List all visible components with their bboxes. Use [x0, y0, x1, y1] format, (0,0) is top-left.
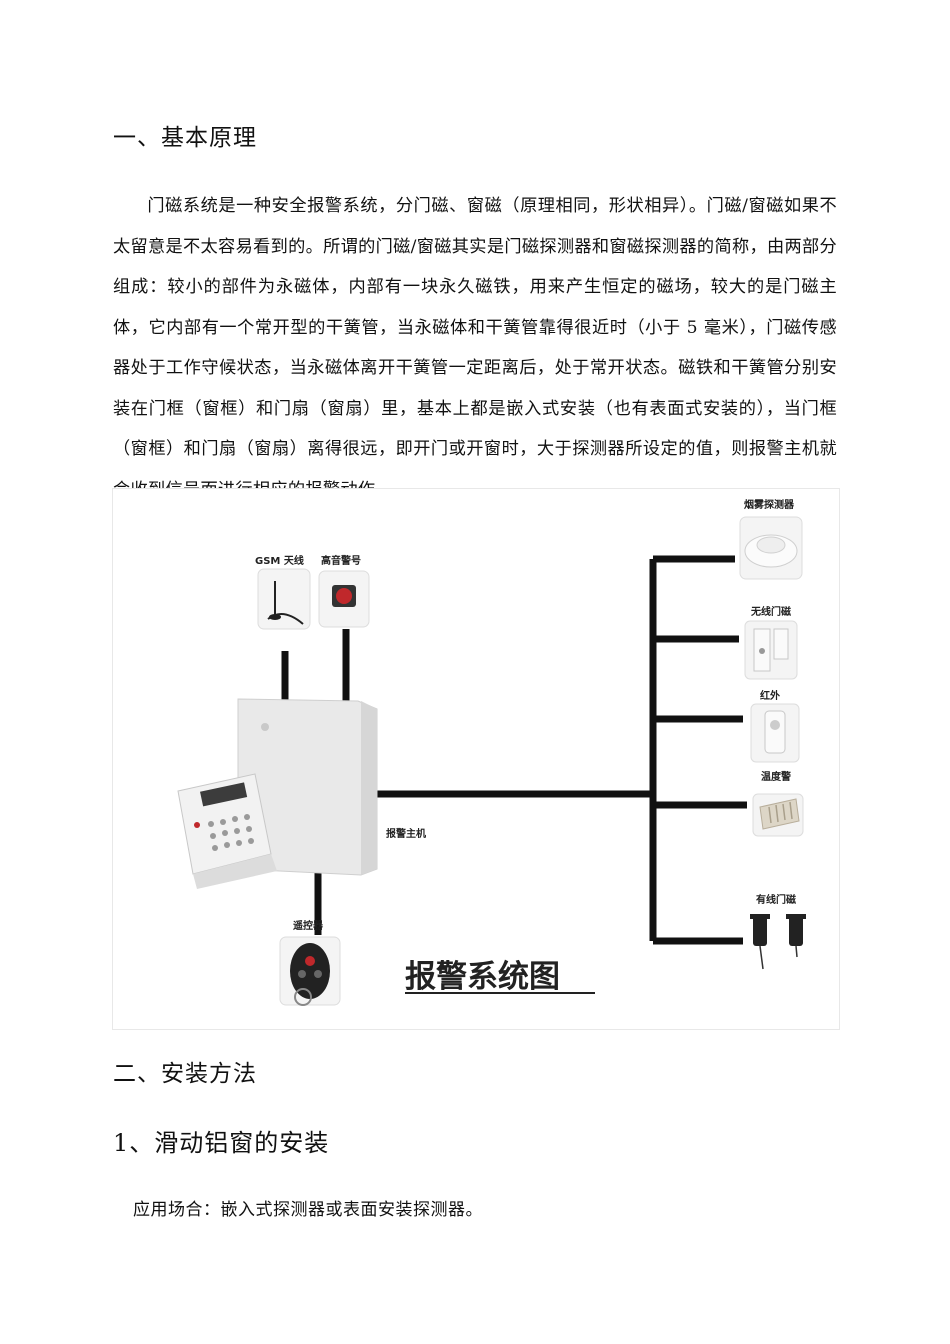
application-note: 应用场合：嵌入式探测器或表面安装探测器。	[133, 1200, 483, 1220]
gsm-antenna-icon	[257, 568, 311, 630]
remote-control-icon	[279, 936, 341, 1006]
alarm-host-label: 报警主机	[386, 827, 426, 840]
wireless-door-contact-icon	[744, 620, 798, 680]
wired-door-contact-icon	[750, 914, 806, 970]
remote-label: 遥控器	[293, 919, 324, 932]
smoke-detector-label: 烟雾探测器	[744, 498, 795, 511]
smoke-detector-icon	[739, 516, 803, 580]
alarm-system-diagram: GSM 天线 高音警号 报警主机	[112, 488, 840, 1030]
temperature-detector-icon	[752, 793, 804, 837]
diagram-title: 报警系统图	[405, 959, 560, 995]
section-heading-install: 二、安装方法	[113, 1061, 257, 1087]
wireless-door-contact-label: 无线门磁	[750, 605, 791, 618]
wiring-lines	[281, 555, 747, 945]
infrared-detector-icon	[750, 703, 800, 763]
wired-door-contact-label: 有线门磁	[756, 893, 796, 906]
gsm-antenna-label: GSM 天线	[255, 554, 304, 567]
siren-label: 高音警号	[321, 554, 361, 567]
infrared-label: 红外	[760, 689, 780, 702]
subsection-heading-sliding-window: 1、滑动铝窗的安装	[113, 1129, 330, 1157]
principle-paragraph: 门磁系统是一种安全报警系统，分门磁、窗磁（原理相同，形状相异）。门磁/窗磁如果不…	[113, 196, 837, 500]
keypad-icon	[177, 773, 277, 889]
siren-icon	[318, 570, 370, 628]
temperature-label: 温度警	[761, 770, 791, 783]
section-heading-principle: 一、基本原理	[113, 125, 257, 151]
